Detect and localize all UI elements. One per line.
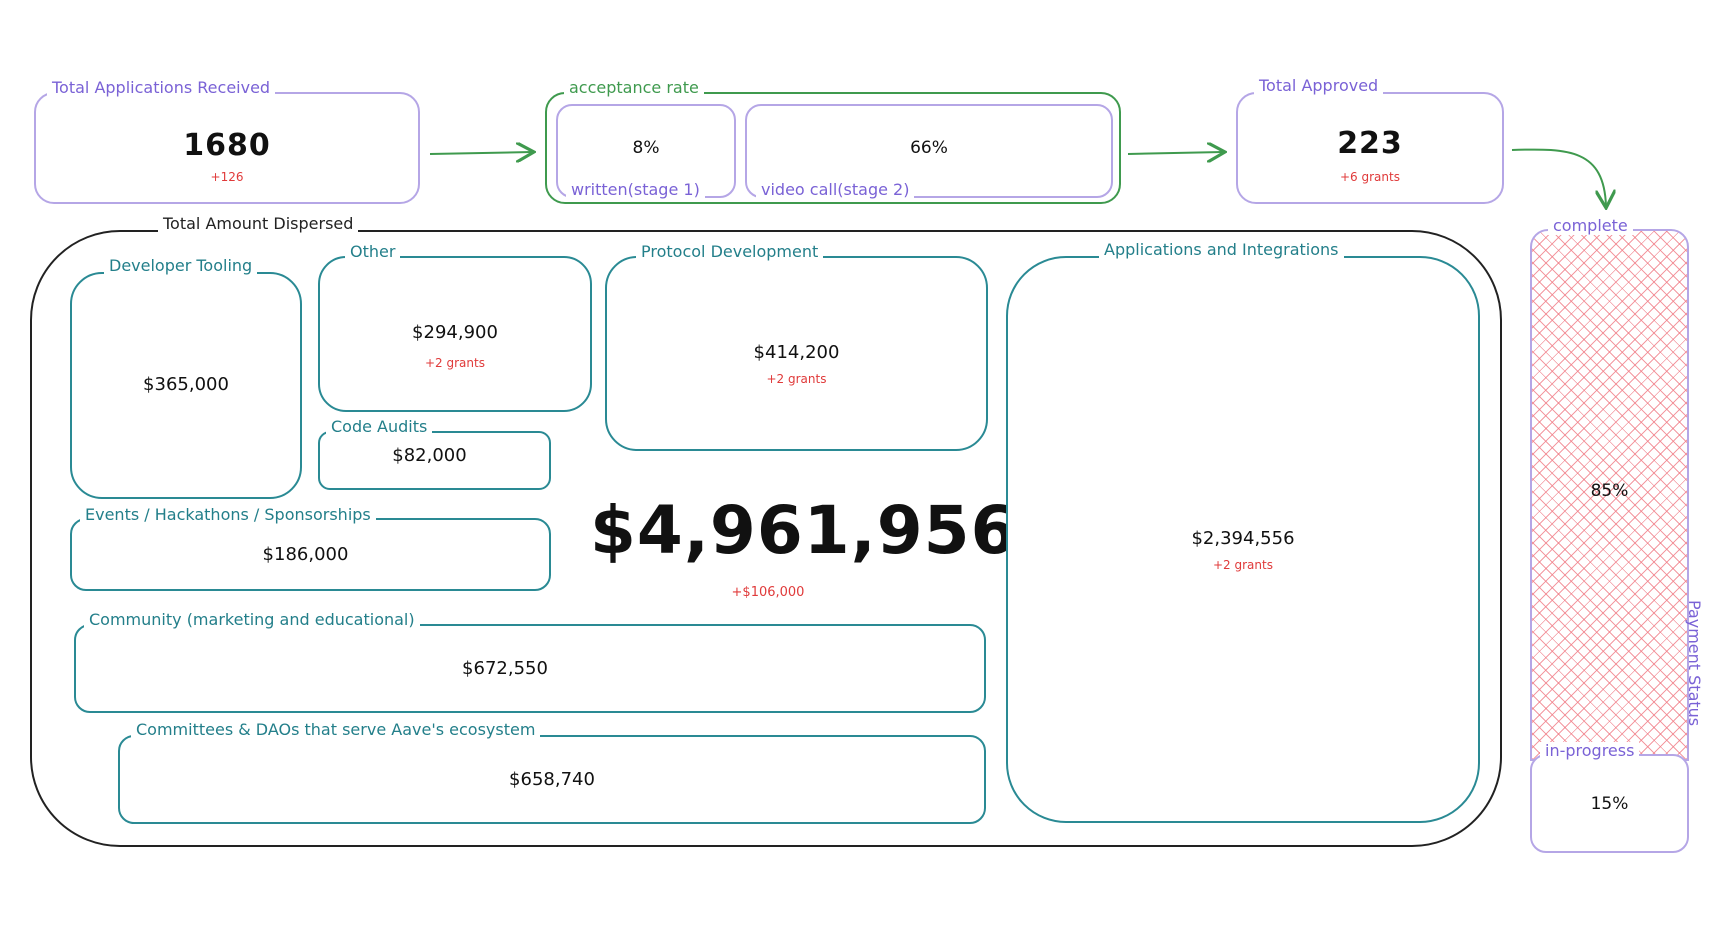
stage1-value: 8% bbox=[632, 138, 660, 158]
applications-value: $2,394,556 bbox=[1191, 528, 1295, 549]
total-applications-card: 1680 +126 bbox=[34, 92, 420, 204]
payment-in-progress-label: in-progress bbox=[1540, 742, 1640, 760]
developer-tooling-value: $365,000 bbox=[143, 374, 229, 395]
payment-complete-bar: 85% bbox=[1530, 229, 1689, 761]
total-approved-card: 223 +6 grants bbox=[1236, 92, 1504, 204]
category-applications: $2,394,556 +2 grants bbox=[1006, 256, 1480, 823]
applications-delta: +2 grants bbox=[1213, 558, 1273, 572]
total-applications-label: Total Applications Received bbox=[47, 79, 276, 97]
protocol-development-label: Protocol Development bbox=[636, 243, 824, 261]
category-code-audits: $82,000 bbox=[318, 431, 551, 490]
committees-label: Committees & DAOs that serve Aave's ecos… bbox=[131, 721, 541, 739]
total-approved-value: 223 bbox=[1337, 126, 1403, 161]
total-applications-value: 1680 bbox=[183, 128, 271, 163]
applications-label: Applications and Integrations bbox=[1099, 241, 1344, 259]
acceptance-rate-label: acceptance rate bbox=[564, 79, 704, 97]
stage2-card: 66% bbox=[745, 104, 1113, 198]
arrow-approved-to-payment bbox=[1511, 148, 1606, 206]
community-value: $672,550 bbox=[462, 658, 548, 679]
category-committees: $658,740 bbox=[118, 735, 986, 824]
developer-tooling-label: Developer Tooling bbox=[104, 257, 258, 275]
payment-in-progress-value: 15% bbox=[1590, 794, 1629, 814]
total-applications-delta: +126 bbox=[210, 170, 244, 184]
total-dispersed-amount: $4,961,956 bbox=[590, 492, 1018, 569]
category-protocol-development: $414,200 +2 grants bbox=[605, 256, 988, 451]
total-dispersed-delta: +$106,000 bbox=[731, 585, 805, 600]
stage2-value: 66% bbox=[910, 138, 948, 158]
payment-in-progress-bar: 15% bbox=[1530, 754, 1689, 853]
other-value: $294,900 bbox=[412, 322, 498, 343]
events-value: $186,000 bbox=[262, 544, 349, 565]
category-community: $672,550 bbox=[74, 624, 986, 713]
stage2-label: video call(stage 2) bbox=[756, 181, 915, 199]
total-dispersed-label: Total Amount Dispersed bbox=[158, 215, 359, 233]
other-label: Other bbox=[345, 243, 401, 261]
total-approved-label: Total Approved bbox=[1254, 77, 1384, 95]
category-developer-tooling: $365,000 bbox=[70, 272, 302, 499]
committees-value: $658,740 bbox=[509, 769, 595, 790]
total-dispersed-container bbox=[30, 230, 1502, 847]
payment-status-label: Payment Status bbox=[1685, 600, 1704, 727]
category-events: $186,000 bbox=[70, 518, 551, 591]
category-other: $294,900 +2 grants bbox=[318, 256, 592, 412]
code-audits-label: Code Audits bbox=[326, 418, 433, 436]
total-approved-delta: +6 grants bbox=[1340, 170, 1400, 184]
arrow-acceptance-to-approved bbox=[1127, 152, 1223, 154]
protocol-development-value: $414,200 bbox=[753, 342, 840, 363]
arrow-received-to-acceptance bbox=[429, 152, 532, 154]
stage1-label: written(stage 1) bbox=[566, 181, 705, 199]
other-delta: +2 grants bbox=[425, 356, 485, 370]
payment-complete-value: 85% bbox=[1590, 481, 1629, 501]
events-label: Events / Hackathons / Sponsorships bbox=[80, 506, 376, 524]
protocol-development-delta: +2 grants bbox=[766, 372, 827, 386]
community-label: Community (marketing and educational) bbox=[84, 611, 420, 629]
code-audits-value: $82,000 bbox=[392, 445, 467, 466]
payment-complete-label: complete bbox=[1548, 217, 1633, 235]
